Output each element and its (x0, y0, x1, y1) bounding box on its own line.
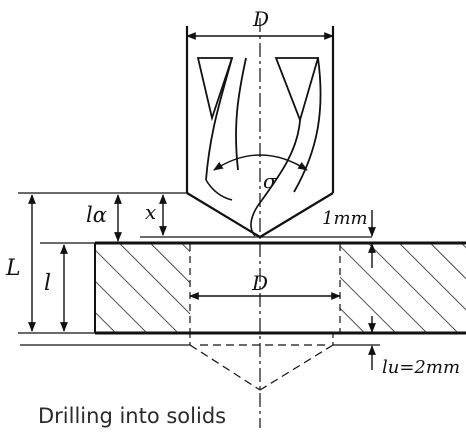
dimension-lines (18, 32, 380, 370)
label-total-length: L (5, 256, 21, 281)
label-point-height: x (145, 200, 156, 224)
label-overrun: lu=2mm (382, 357, 460, 378)
label-hole-diameter: D (251, 271, 268, 295)
drill-bit (185, 18, 335, 428)
label-workpiece-thickness: l (44, 271, 51, 296)
drill-point-continuation (189, 333, 334, 391)
label-approach-length: lα (86, 203, 107, 227)
label-clearance: 1mm (322, 208, 368, 229)
workpiece (94, 241, 466, 335)
label-point-angle: σ (263, 169, 278, 193)
figure-caption: Drilling into solids (38, 404, 227, 428)
label-drill-diameter: D (252, 7, 269, 31)
